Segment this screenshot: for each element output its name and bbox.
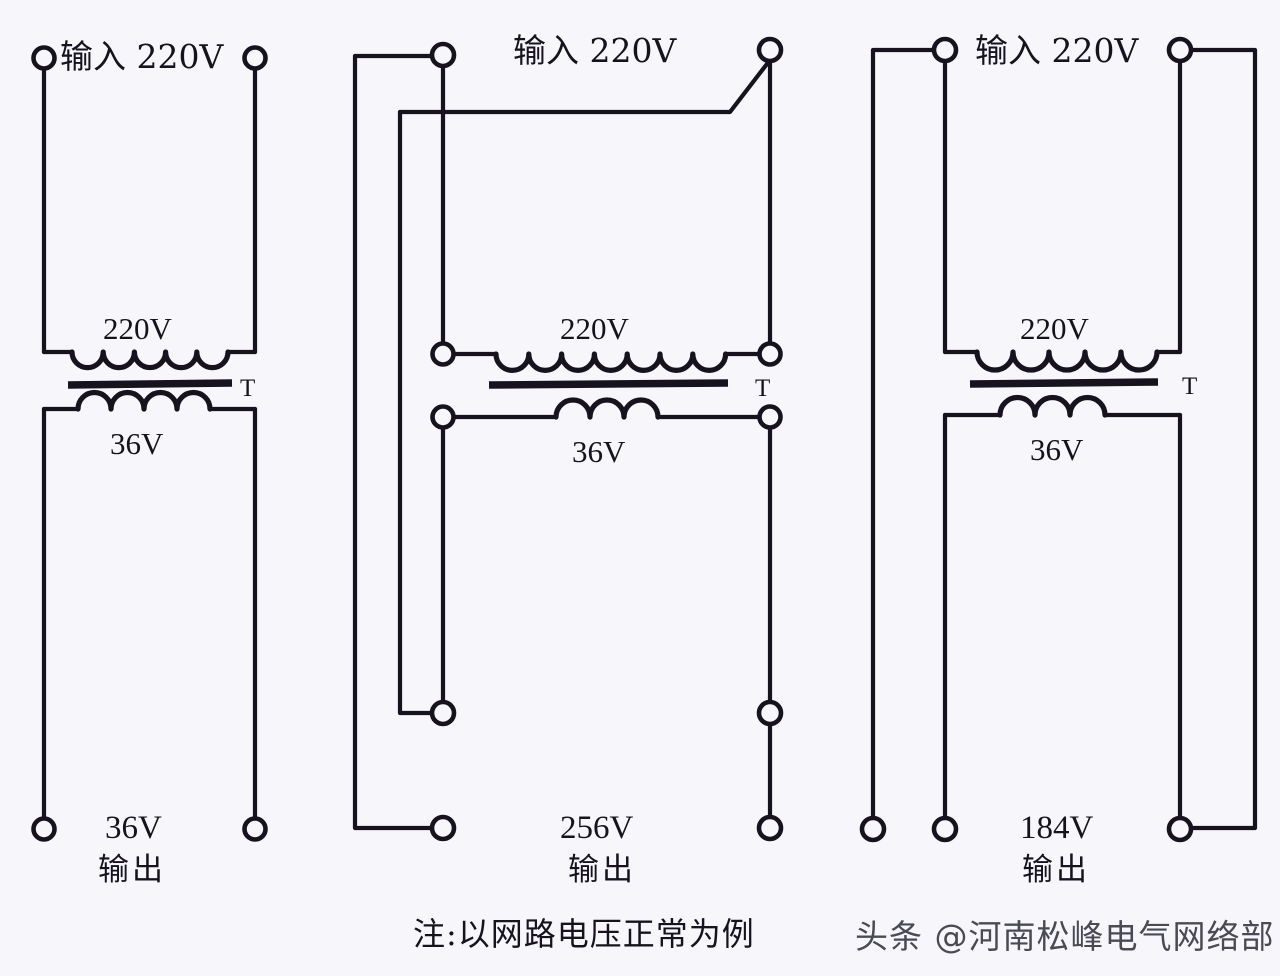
c2-terminal-secondary-left — [430, 404, 456, 430]
c2-primary-voltage-label: 220V — [560, 311, 629, 346]
c2-primary-coil — [493, 351, 729, 373]
c2-secondary-coil — [553, 397, 661, 420]
c2-terminal-output-right — [756, 814, 784, 842]
c2-output-word: 输出 — [568, 852, 636, 888]
c1-secondary-coil — [75, 389, 213, 412]
c2-terminal-mid-right — [756, 699, 784, 727]
c2-transformer-core — [488, 379, 729, 389]
c2-top-bridge-wire — [397, 57, 773, 115]
c3-terminal-output-right — [1166, 815, 1194, 843]
circuit-2-group — [352, 36, 784, 842]
c1-transformer-label: T — [240, 375, 256, 402]
c3-terminal-output-left — [931, 815, 959, 843]
c1-output-value: 36V — [105, 810, 162, 846]
c3-secondary-coil — [997, 394, 1108, 418]
c3-input-label: 输入 220V — [975, 31, 1139, 70]
c3-terminal-input-left — [931, 36, 959, 64]
c2-inner-left-rail — [397, 109, 436, 716]
circuit-3-group — [859, 36, 1258, 843]
c2-outer-left-rail — [352, 53, 446, 831]
c1-terminal-output-left — [31, 816, 57, 842]
c1-terminal-input-left — [31, 45, 57, 71]
c3-terminal-input-right — [1166, 36, 1194, 64]
c1-output-word: 输出 — [98, 852, 166, 888]
c2-terminal-primary-right — [757, 341, 783, 367]
c3-outer-left-rail — [870, 47, 938, 821]
circuit-1-group — [31, 45, 268, 842]
c1-input-label: 输入 220V — [60, 37, 224, 76]
c1-transformer-core — [67, 379, 233, 389]
c3-primary-coil — [974, 349, 1160, 373]
c2-terminal-mid-left — [429, 699, 457, 727]
c1-secondary-voltage-label: 36V — [110, 426, 164, 461]
c2-terminal-output-left — [429, 814, 457, 842]
c3-terminal-output-outer-left — [859, 815, 887, 843]
c2-output-value: 256V — [560, 810, 634, 846]
c1-primary-voltage-label: 220V — [103, 311, 172, 346]
c3-output-word: 输出 — [1022, 852, 1090, 888]
c3-transformer-label: T — [1182, 373, 1198, 400]
watermark-text: 头条 @河南松峰电气网络部 — [855, 917, 1275, 956]
c3-secondary-voltage-label: 36V — [1030, 432, 1084, 467]
c3-outer-right-rail — [1187, 47, 1258, 831]
c1-terminal-input-right — [242, 45, 268, 71]
c3-transformer-core — [969, 378, 1159, 388]
c2-terminal-input-left — [429, 41, 457, 69]
c3-primary-voltage-label: 220V — [1020, 311, 1089, 346]
c1-terminal-output-right — [242, 816, 268, 842]
c1-primary-coil — [69, 349, 231, 371]
c3-output-value: 184V — [1020, 810, 1094, 846]
diagram-note: 注:以网路电压正常为例 — [413, 915, 755, 953]
c2-terminal-primary-left — [430, 341, 456, 367]
c2-terminal-secondary-right — [757, 404, 783, 430]
c2-terminal-input-right — [756, 36, 784, 64]
c2-secondary-voltage-label: 36V — [572, 434, 626, 469]
c2-input-label: 输入 220V — [513, 31, 677, 70]
c2-transformer-label: T — [755, 375, 771, 402]
